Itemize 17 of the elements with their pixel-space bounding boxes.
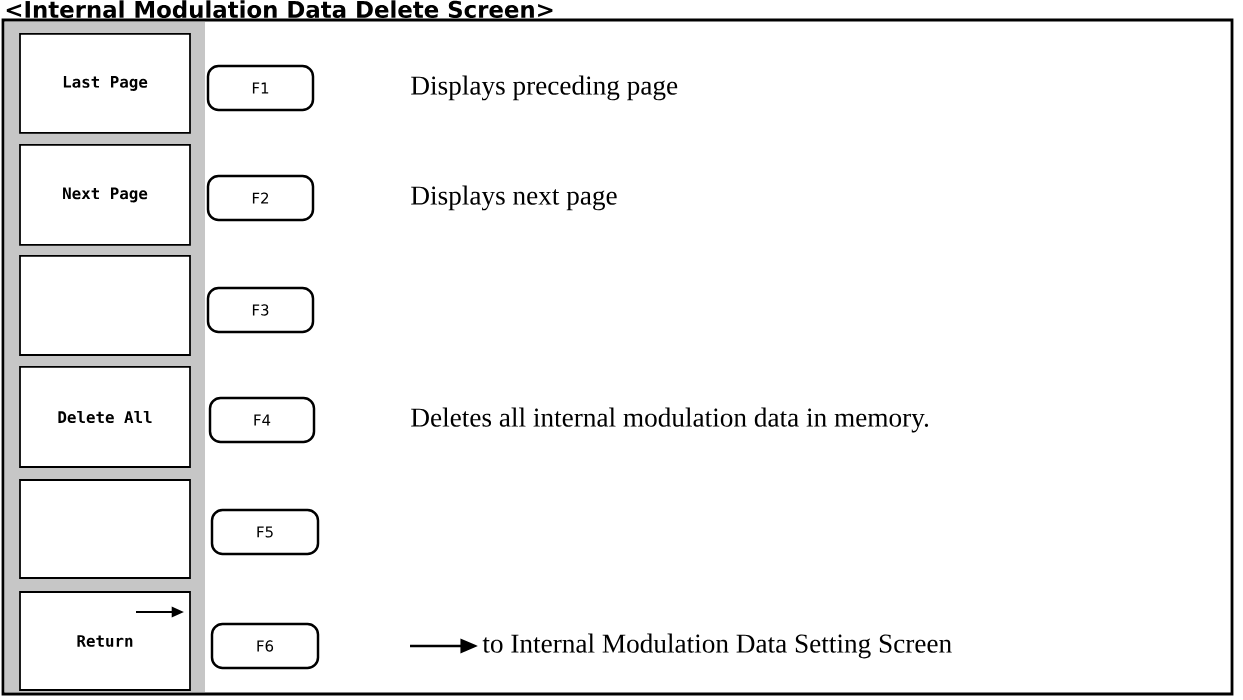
softkey-box: Next Page — [19, 144, 191, 246]
function-key: F3 — [206, 286, 315, 334]
softkey-box: Delete All — [19, 366, 191, 468]
description-text: to Internal Modulation Data Setting Screen — [482, 633, 952, 659]
description-text: Displays next page — [411, 185, 617, 211]
function-key: F1 — [206, 64, 315, 112]
empty-softkey-box — [19, 479, 191, 579]
function-key: F2 — [206, 174, 315, 222]
function-key: F4 — [208, 396, 316, 444]
softkey-box: Last Page — [19, 33, 191, 134]
empty-softkey-box — [19, 255, 191, 356]
function-key: F6 — [210, 622, 320, 670]
description-text: Deletes all internal modulation data in memory. — [411, 407, 929, 433]
softkey-box: Return — [19, 591, 191, 691]
function-key: F5 — [210, 508, 320, 556]
screen-title: <Internal Modulation Data Delete Screen> — [6, 0, 553, 19]
description-text: Displays preceding page — [411, 75, 678, 101]
